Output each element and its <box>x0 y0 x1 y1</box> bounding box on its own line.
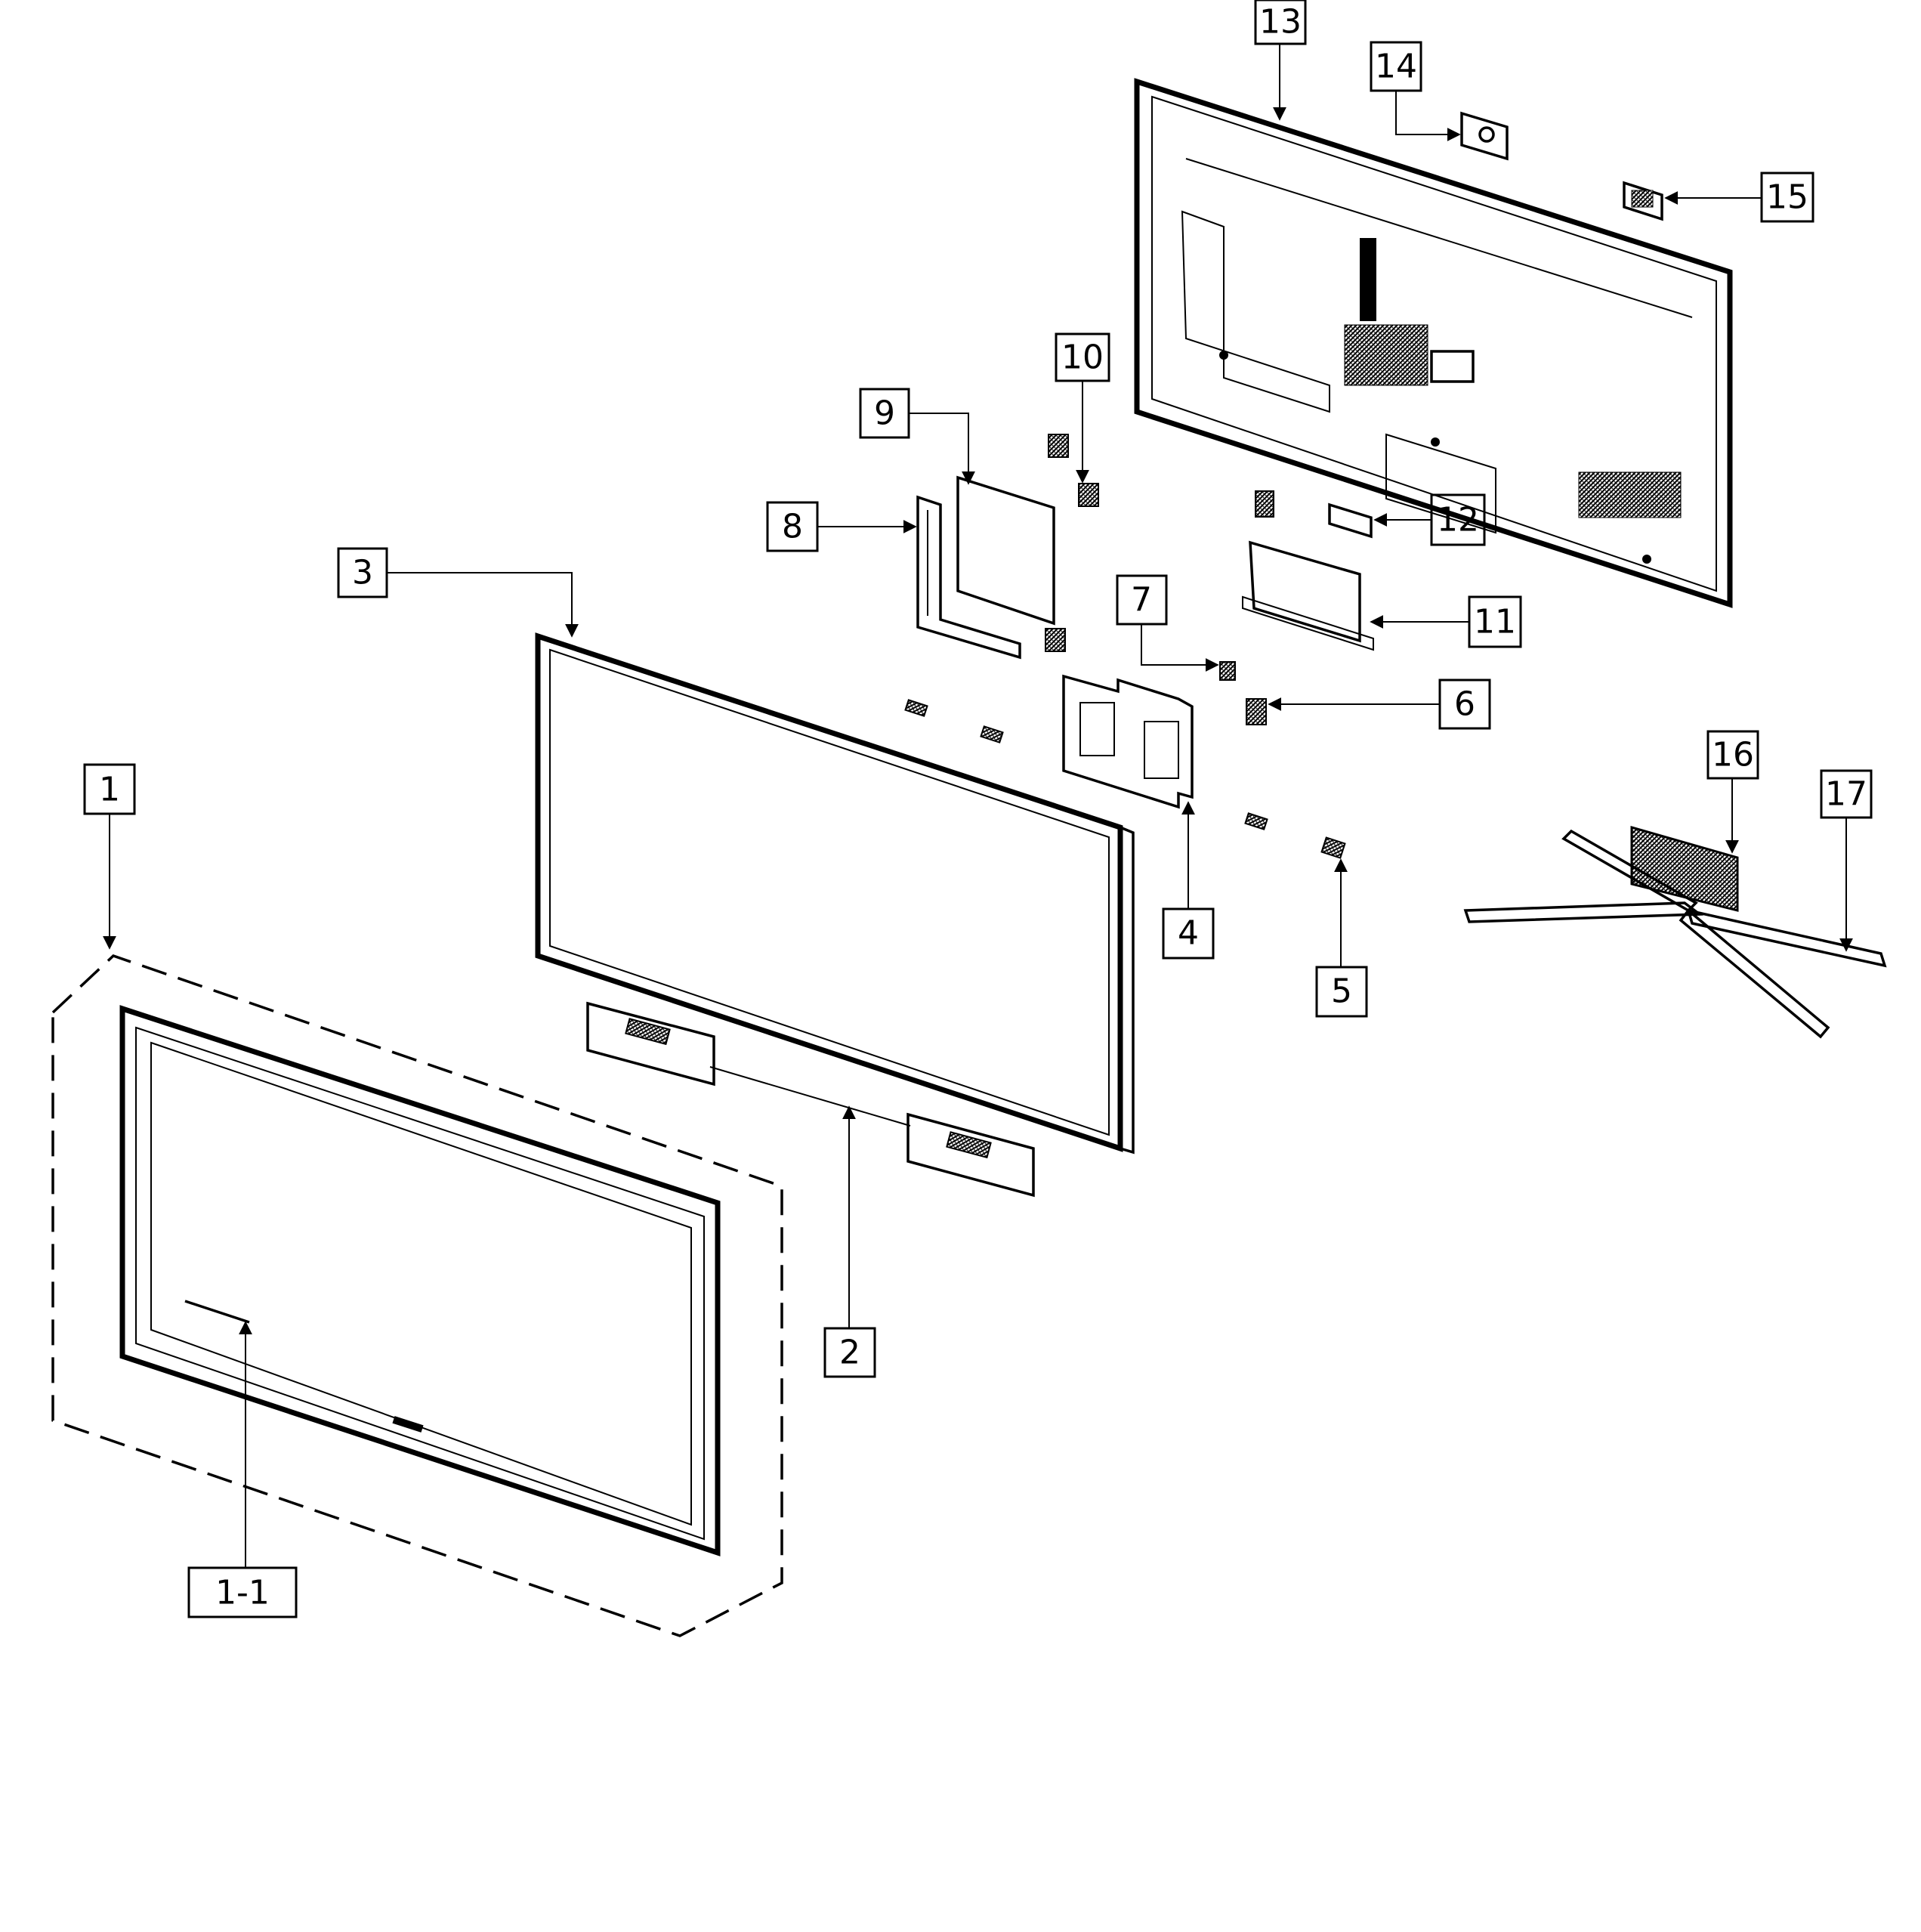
part-9-main-board <box>956 475 1055 626</box>
svg-text:16: 16 <box>1712 736 1754 774</box>
callout-8: 8 <box>766 501 917 552</box>
callout-13: 13 <box>1254 0 1307 121</box>
svg-text:2: 2 <box>839 1334 860 1372</box>
svg-text:8: 8 <box>782 508 803 546</box>
part-5-screw <box>1320 836 1346 859</box>
callout-1-1: 1-1 <box>187 1321 298 1618</box>
svg-text:6: 6 <box>1454 685 1475 724</box>
part-10-clip <box>1045 434 1099 652</box>
part-7-clip <box>1219 661 1236 681</box>
svg-text:7: 7 <box>1131 581 1152 620</box>
callout-17: 17 <box>1820 769 1873 952</box>
svg-text:1: 1 <box>99 771 120 809</box>
svg-text:11: 11 <box>1474 603 1516 641</box>
part-11-wall-bracket <box>1242 490 1374 651</box>
part-1-front-bezel <box>51 954 783 1637</box>
callout-5: 5 <box>1315 858 1368 1018</box>
part-4-stand-bracket <box>1062 674 1194 809</box>
callout-15: 15 <box>1664 172 1814 223</box>
part-2-bracket-right <box>906 1112 1035 1198</box>
callout-6: 6 <box>1268 679 1491 730</box>
callout-9: 9 <box>859 388 975 485</box>
svg-text:1-1: 1-1 <box>215 1574 270 1612</box>
svg-text:9: 9 <box>874 394 895 433</box>
part-6-holder <box>1246 698 1267 725</box>
part-16-stand-neck <box>1630 826 1739 912</box>
callout-11: 11 <box>1370 595 1522 648</box>
svg-text:4: 4 <box>1178 914 1199 953</box>
callout-14: 14 <box>1370 41 1461 141</box>
svg-text:13: 13 <box>1259 3 1302 42</box>
part-3-panel <box>535 632 1135 1155</box>
callout-1: 1 <box>83 763 136 950</box>
part-13-rear-cover <box>1134 78 1733 608</box>
callout-16: 16 <box>1706 730 1759 854</box>
part-2-bracket-left <box>586 1001 715 1087</box>
svg-text:17: 17 <box>1825 775 1867 814</box>
svg-text:10: 10 <box>1061 338 1104 377</box>
part-12-cover <box>1328 502 1373 539</box>
callout-2: 2 <box>823 1105 876 1378</box>
callout-7: 7 <box>1116 574 1219 672</box>
svg-text:15: 15 <box>1766 178 1808 217</box>
callout-10: 10 <box>1055 332 1110 484</box>
svg-text:5: 5 <box>1331 972 1352 1011</box>
part-8-side-bracket <box>916 495 1021 660</box>
spacers <box>904 699 1268 830</box>
callout-4: 4 <box>1162 801 1215 960</box>
bracket-link-line <box>709 1066 911 1127</box>
part-15-module <box>1623 181 1663 221</box>
svg-text:3: 3 <box>352 554 373 592</box>
part-14-sensor-bracket <box>1460 111 1509 161</box>
part-17-stand-base <box>1463 829 1887 1039</box>
callout-3: 3 <box>337 547 579 638</box>
svg-text:14: 14 <box>1375 48 1417 86</box>
